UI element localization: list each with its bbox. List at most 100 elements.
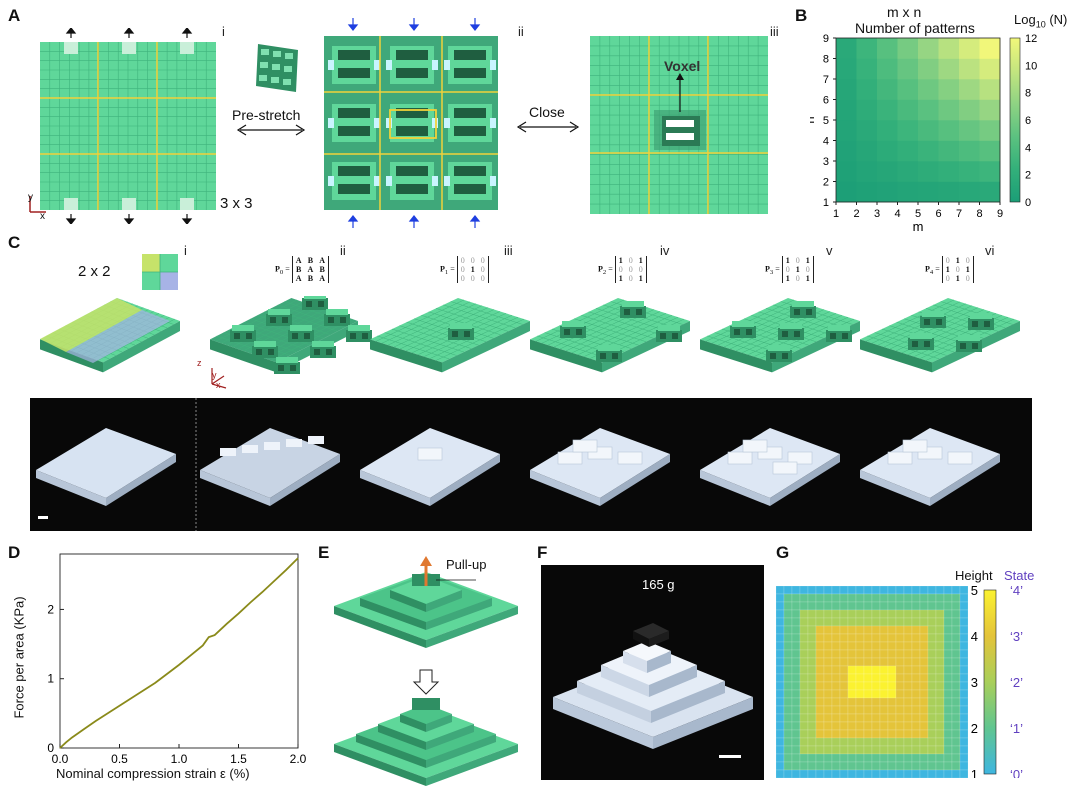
height-cell	[879, 673, 889, 683]
height-cell	[815, 761, 825, 771]
render-prestretch-unit	[310, 341, 336, 358]
height-cell	[943, 761, 953, 771]
height-cell	[815, 665, 825, 675]
height-cell	[823, 681, 833, 691]
height-cell	[823, 657, 833, 667]
height-cell	[799, 737, 809, 747]
height-cell	[903, 633, 913, 643]
height-cell	[935, 641, 945, 651]
height-cell	[776, 657, 785, 667]
height-cell	[959, 641, 968, 651]
height-cell	[807, 586, 817, 595]
render-prestretch-unit	[302, 296, 328, 310]
height-cell	[783, 745, 793, 755]
height-cell	[799, 689, 809, 699]
heatmap-y-tick-label: 9	[823, 33, 829, 45]
height-cell	[823, 729, 833, 739]
height-cell	[776, 609, 785, 619]
height-cell	[863, 761, 873, 771]
height-cell	[935, 769, 945, 778]
heatmap-y-tick-label: 2	[823, 177, 829, 189]
chart-d-y-tick-label: 0	[47, 741, 54, 755]
height-colorbar-bar	[983, 589, 997, 775]
heatmap-cell	[979, 58, 1001, 80]
heatmap-cell	[918, 99, 939, 121]
height-cell	[887, 649, 897, 659]
height-cell	[911, 593, 921, 603]
height-cell	[863, 586, 873, 595]
height-cell	[927, 617, 937, 627]
height-cell	[911, 769, 921, 778]
height-cell	[831, 713, 841, 723]
height-cell	[919, 617, 929, 627]
height-cell	[831, 665, 841, 675]
heatmap-cell	[979, 140, 1001, 162]
height-cell	[783, 721, 793, 731]
height-cell	[807, 641, 817, 651]
height-cell	[815, 625, 825, 635]
height-cell	[935, 657, 945, 667]
height-cell	[847, 593, 857, 603]
height-cell	[863, 665, 873, 675]
height-cell	[855, 681, 865, 691]
heatmap-ylabel: n	[810, 116, 817, 123]
weight-block-side	[633, 631, 649, 647]
height-cell	[935, 617, 945, 627]
height-cell	[935, 753, 945, 763]
height-cell	[799, 601, 809, 611]
height-cell	[807, 721, 817, 731]
heatmap-cell	[897, 58, 919, 80]
height-cell	[776, 625, 785, 635]
height-cell	[847, 641, 857, 651]
axis-y-label: y	[28, 192, 33, 203]
pullup-bottom-cap	[412, 698, 440, 710]
height-cell	[855, 689, 865, 699]
height-cell	[895, 729, 905, 739]
height-cell	[799, 657, 809, 667]
height-cell	[959, 601, 968, 611]
height-cell	[783, 601, 793, 611]
height-cell	[959, 721, 968, 731]
heatmap-cell	[856, 161, 878, 182]
height-cell	[783, 617, 793, 627]
height-cell	[847, 625, 857, 635]
height-cell	[951, 609, 961, 619]
height-cell	[863, 745, 873, 755]
height-cell	[895, 609, 905, 619]
height-cell	[776, 649, 785, 659]
height-cell	[807, 729, 817, 739]
height-cell	[895, 586, 905, 595]
render-pattern-voxel	[920, 311, 946, 328]
height-cell	[831, 689, 841, 699]
state-tick-label: ‘1’	[1010, 721, 1023, 736]
axis-y-line	[211, 375, 225, 385]
height-cell	[935, 665, 945, 675]
height-cell	[919, 681, 929, 691]
height-cell	[879, 737, 889, 747]
height-cell	[863, 753, 873, 763]
height-cell	[799, 729, 809, 739]
height-cell	[791, 601, 801, 611]
height-cell	[831, 705, 841, 715]
heatmap-cell	[897, 140, 919, 162]
height-cell	[871, 681, 881, 691]
height-cell	[943, 769, 953, 778]
height-cell	[855, 721, 865, 731]
height-cell	[855, 633, 865, 643]
height-cell	[927, 745, 937, 755]
height-cell	[895, 657, 905, 667]
heatmap-cell	[836, 79, 857, 100]
height-cell	[807, 681, 817, 691]
height-cell	[911, 681, 921, 691]
height-cell	[911, 649, 921, 659]
axis-y-label: y	[212, 370, 217, 380]
height-cell	[783, 713, 793, 723]
height-cell	[951, 705, 961, 715]
height-cell	[927, 586, 937, 595]
height-cell	[863, 641, 873, 651]
panel-c-sub-vi: vi	[985, 243, 995, 258]
height-cell	[783, 753, 793, 763]
height-cell	[791, 673, 801, 683]
height-cell	[935, 705, 945, 715]
height-cell	[959, 593, 968, 603]
